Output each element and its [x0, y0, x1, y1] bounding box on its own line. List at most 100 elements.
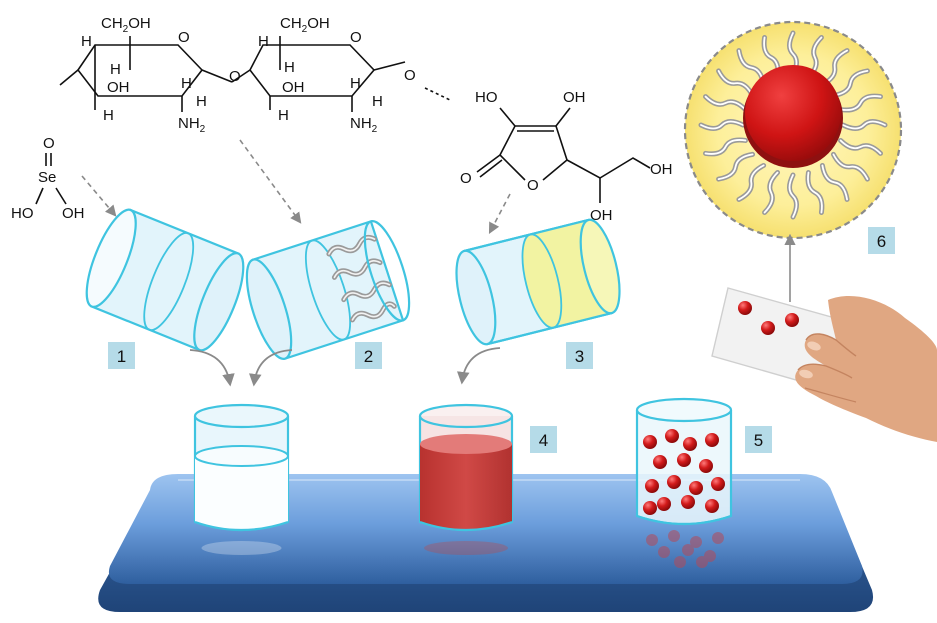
ligand-highlight: [832, 153, 869, 180]
dashed-arrows: [81, 139, 511, 234]
chitosan-structure: CH2OH O O H H OH H H H NH2 CH2OH O H H O…: [59, 15, 451, 135]
nanoparticle: [643, 501, 657, 515]
nanoparticle: [657, 497, 671, 511]
nanoparticle-reflection-dot: [696, 556, 708, 568]
hand-with-card: [711, 287, 937, 442]
selenious-acid-structure: O Se HO OH: [11, 135, 85, 222]
pour-arrows: [189, 347, 501, 387]
nh2-label-left: NH2: [178, 115, 206, 135]
nanoparticle-zoom: [683, 20, 903, 240]
nanoparticle: [667, 475, 681, 489]
arrow-ascorbic-to-beaker-3: [488, 193, 511, 234]
h-label: H: [103, 107, 114, 124]
ligand-highlight: [807, 171, 823, 214]
nanoparticle: [699, 459, 713, 473]
aa-ho-label: HO: [475, 89, 498, 106]
h-label: H: [350, 75, 361, 92]
oh-label-left: OH: [107, 79, 130, 96]
step-label-3: 3: [566, 342, 593, 369]
step-label-1: 1: [108, 342, 135, 369]
se-oh-label: OH: [62, 205, 85, 222]
nanoparticle: [643, 435, 657, 449]
ligand-highlight: [704, 95, 747, 111]
ligand-highlight: [717, 153, 754, 180]
selenium-label: Se: [38, 169, 56, 186]
nanoparticle: [705, 499, 719, 513]
step-label-4: 4: [530, 426, 557, 453]
chain-end-oxygen: O: [404, 67, 416, 84]
oh-label-right: OH: [282, 79, 305, 96]
nanoparticle-reflection: [646, 530, 724, 568]
nanoparticle: [665, 429, 679, 443]
h-label: H: [81, 33, 92, 50]
ligand-highlight: [738, 49, 765, 86]
svg-text:5: 5: [754, 431, 763, 450]
ligand-highlight: [738, 164, 765, 201]
ch2oh-label-left: CH2OH: [101, 15, 151, 35]
nanoparticle-reflection-dot: [690, 536, 702, 548]
arrow-selenious-to-beaker-1: [81, 175, 117, 217]
step-labels: 1 2 3 4 5 6: [108, 227, 895, 453]
beaker-clear-solution: [193, 403, 290, 555]
h-label: H: [258, 33, 269, 50]
h-label: H: [284, 59, 295, 76]
nanoparticle-reflection-dot: [682, 544, 694, 556]
svg-text:6: 6: [877, 232, 886, 251]
ascorbic-acid-structure: HO OH O O OH OH: [460, 89, 673, 224]
nanoparticle-reflection-dot: [674, 556, 686, 568]
tilted-beaker-3: [455, 218, 621, 346]
aa-oh-label-bottom: OH: [590, 207, 613, 224]
svg-text:3: 3: [575, 347, 584, 366]
nanoparticle: [711, 477, 725, 491]
ligand-highlight: [821, 164, 848, 201]
ch2oh-label-right: CH2OH: [280, 15, 330, 35]
h-label: H: [110, 61, 121, 78]
ligand-highlight: [700, 120, 744, 130]
svg-text:4: 4: [539, 431, 548, 450]
aa-carbonyl-oxygen: O: [460, 170, 472, 187]
step-label-5: 5: [745, 426, 772, 453]
se-ho-label: HO: [11, 205, 34, 222]
nanoparticle-reflection-dot: [658, 546, 670, 558]
step-label-6: 6: [868, 227, 895, 254]
tilted-beaker-1: [85, 208, 245, 352]
nanoparticle: [653, 455, 667, 469]
pour-arrow-1: [189, 349, 235, 387]
aa-oh-label-top: OH: [563, 89, 586, 106]
h-label: H: [372, 93, 383, 110]
nanoparticle-reflection-dot: [712, 532, 724, 544]
ligand-highlight: [717, 70, 754, 97]
nanoparticle: [705, 433, 719, 447]
nanoparticle: [677, 453, 691, 467]
ring-oxygen-right: O: [350, 29, 362, 46]
nanoparticle: [683, 437, 697, 451]
h-label: H: [278, 107, 289, 124]
beaker-red-solution: [418, 403, 514, 555]
h-label: H: [181, 75, 192, 92]
ligand-highlight: [821, 49, 848, 86]
ligand-highlight: [842, 120, 886, 130]
se-oxygen-label: O: [43, 135, 55, 152]
nanoparticle: [645, 479, 659, 493]
pour-arrow-3: [457, 347, 501, 385]
aa-oh-label-right: OH: [650, 161, 673, 178]
ring-oxygen-left: O: [178, 29, 190, 46]
glycosidic-oxygen: O: [229, 68, 241, 85]
ligand-highlight: [839, 95, 882, 111]
step-label-2: 2: [355, 342, 382, 369]
ligand-highlight: [832, 70, 869, 97]
svg-text:2: 2: [364, 347, 373, 366]
hand: [795, 296, 937, 442]
ligand-highlight: [704, 139, 747, 155]
pour-arrow-2: [249, 349, 293, 387]
aa-ring-oxygen: O: [527, 177, 539, 194]
ligand-highlight: [788, 174, 798, 218]
arrow-chitosan-to-beaker-2: [239, 139, 302, 224]
ligand-highlight: [839, 139, 882, 155]
nh2-label-right: NH2: [350, 115, 378, 135]
nanoparticle-reflection-dot: [646, 534, 658, 546]
h-label: H: [196, 93, 207, 110]
beaker-nanoparticles: [635, 397, 733, 568]
